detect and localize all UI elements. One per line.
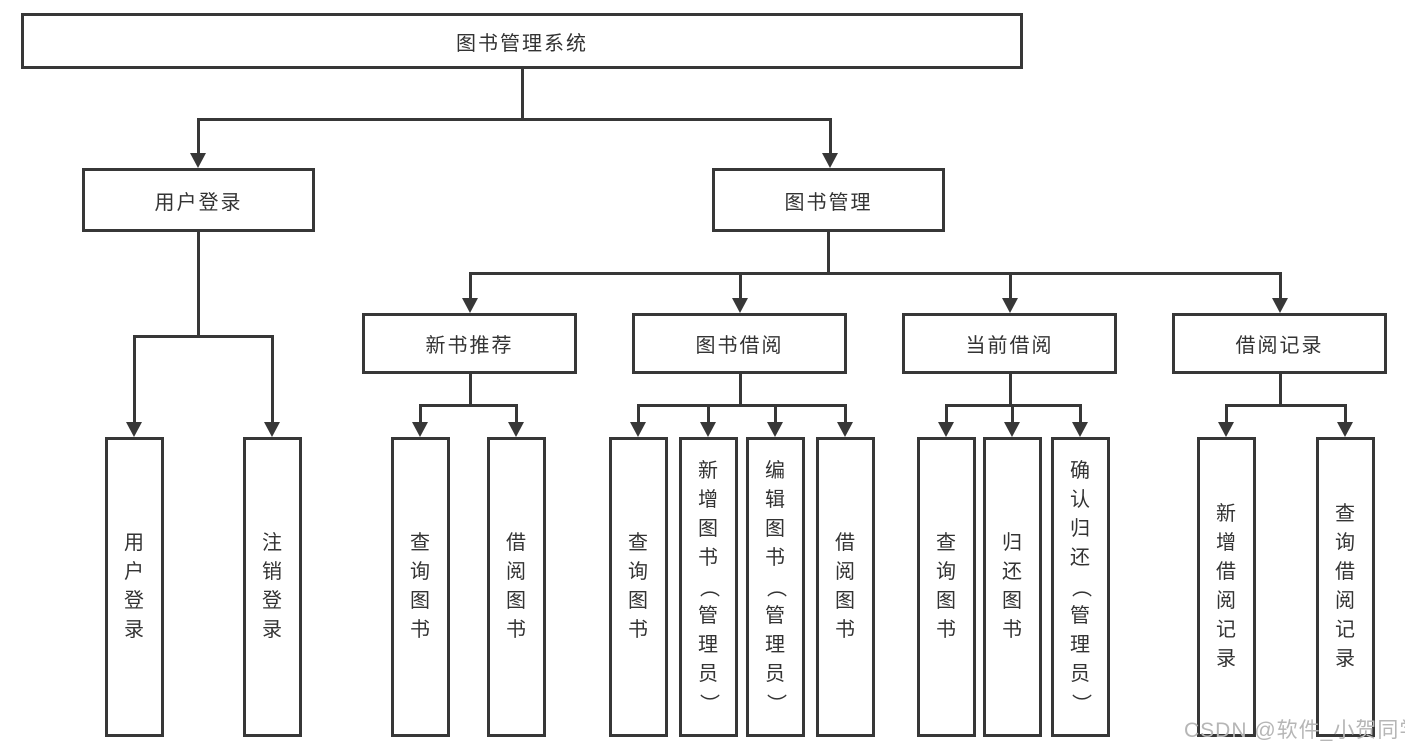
leaf-borrow-query-books: 查询图书 [608, 437, 668, 737]
connector-leaf [773, 404, 777, 423]
node-borrow-record-label: 借阅记录 [1235, 335, 1324, 357]
connector-leaf [1224, 404, 1228, 423]
node-new-book-recommend-label: 新书推荐 [425, 335, 514, 357]
connector-user-login-trunk [196, 232, 200, 337]
connector-to-current-borrow [1008, 272, 1012, 299]
connector-user-login-hline [132, 334, 274, 338]
connector-to-leaf-logout [270, 335, 274, 423]
arrowhead-icon [767, 422, 783, 437]
leaf-logout: 注销登录 [242, 437, 302, 737]
node-root-label: 图书管理系统 [456, 32, 588, 55]
leaf-current-query-books: 查询图书 [916, 437, 976, 737]
leaf-current-confirm-return-admin-label: 确认归还（管理员） [1069, 459, 1092, 714]
arrowhead-icon [630, 422, 646, 437]
connector-to-user-login [196, 119, 200, 155]
leaf-current-return-books-label: 归还图书 [1002, 532, 1022, 641]
arrowhead-icon [938, 422, 954, 437]
connector-to-book-management [828, 119, 832, 155]
leaf-borrow-add-book-admin: 新增图书（管理员） [678, 437, 738, 737]
node-user-login: 用户登录 [82, 168, 315, 232]
arrowhead-icon [822, 153, 838, 168]
arrowhead-icon [264, 422, 280, 437]
watermark: CSDN @软件_小贺同学 [1184, 719, 1405, 742]
leaf-newbook-borrow-books-label: 借阅图书 [506, 532, 526, 641]
node-book-borrow: 图书借阅 [632, 313, 847, 374]
connector-to-new-book [468, 272, 472, 299]
node-root-system: 图书管理系统 [21, 13, 1023, 69]
leaf-newbook-query-books-label: 查询图书 [410, 532, 430, 641]
connector-root-trunk [520, 69, 524, 120]
connector-to-book-borrow [738, 272, 742, 299]
node-new-book-recommend: 新书推荐 [362, 313, 577, 374]
arrowhead-icon [732, 298, 748, 313]
node-book-borrow-label: 图书借阅 [695, 335, 784, 357]
node-user-login-label: 用户登录 [154, 191, 243, 214]
connector-current-borrow-trunk [1008, 374, 1012, 406]
connector-new-book-hline [418, 403, 518, 407]
leaf-current-query-books-label: 查询图书 [936, 532, 956, 641]
connector-level2-hline [196, 117, 832, 121]
arrowhead-icon [1072, 422, 1088, 437]
arrowhead-icon [837, 422, 853, 437]
leaf-borrow-borrow-books: 借阅图书 [815, 437, 875, 737]
connector-leaf [706, 404, 710, 423]
arrowhead-icon [190, 153, 206, 168]
arrowhead-icon [700, 422, 716, 437]
connector-book-borrow-hline [636, 403, 847, 407]
leaf-newbook-query-books: 查询图书 [390, 437, 450, 737]
connector-leaf [1010, 404, 1014, 423]
arrowhead-icon [1218, 422, 1234, 437]
connector-leaf [944, 404, 948, 423]
node-book-management: 图书管理 [712, 168, 945, 232]
leaf-current-confirm-return-admin: 确认归还（管理员） [1050, 437, 1110, 737]
connector-leaf [1343, 404, 1347, 423]
arrowhead-icon [1272, 298, 1288, 313]
arrowhead-icon [126, 422, 142, 437]
arrowhead-icon [462, 298, 478, 313]
connector-to-leaf-user-login [132, 335, 136, 423]
leaf-record-query-borrow-record: 查询借阅记录 [1315, 437, 1375, 737]
connector-leaf [418, 404, 422, 423]
connector-leaf [636, 404, 640, 423]
leaf-record-add-borrow-record-label: 新增借阅记录 [1216, 503, 1236, 670]
leaf-borrow-edit-book-admin-label: 编辑图书（管理员） [764, 459, 787, 714]
connector-borrow-record-trunk [1278, 374, 1282, 406]
leaf-borrow-query-books-label: 查询图书 [628, 532, 648, 641]
connector-book-management-trunk [826, 232, 830, 274]
leaf-borrow-edit-book-admin: 编辑图书（管理员） [745, 437, 805, 737]
connector-leaf [1078, 404, 1082, 423]
arrowhead-icon [1337, 422, 1353, 437]
arrowhead-icon [1004, 422, 1020, 437]
leaf-record-query-borrow-record-label: 查询借阅记录 [1335, 503, 1355, 670]
connector-to-borrow-record [1278, 272, 1282, 299]
node-current-borrow: 当前借阅 [902, 313, 1117, 374]
connector-new-book-trunk [468, 374, 472, 406]
leaf-user-login: 用户登录 [104, 437, 164, 737]
connector-book-borrow-trunk [738, 374, 742, 406]
arrowhead-icon [1002, 298, 1018, 313]
connector-leaf [514, 404, 518, 423]
connector-leaf [843, 404, 847, 423]
arrowhead-icon [508, 422, 524, 437]
node-borrow-record: 借阅记录 [1172, 313, 1387, 374]
leaf-logout-label: 注销登录 [262, 532, 282, 641]
connector-level3-hline [468, 271, 1282, 275]
leaf-record-add-borrow-record: 新增借阅记录 [1196, 437, 1256, 737]
node-book-management-label: 图书管理 [784, 191, 873, 214]
leaf-user-login-label: 用户登录 [124, 532, 144, 641]
leaf-borrow-borrow-books-label: 借阅图书 [835, 532, 855, 641]
leaf-newbook-borrow-books: 借阅图书 [486, 437, 546, 737]
connector-borrow-record-hline [1224, 403, 1347, 407]
node-current-borrow-label: 当前借阅 [965, 335, 1054, 357]
leaf-borrow-add-book-admin-label: 新增图书（管理员） [697, 459, 720, 714]
leaf-current-return-books: 归还图书 [982, 437, 1042, 737]
arrowhead-icon [412, 422, 428, 437]
